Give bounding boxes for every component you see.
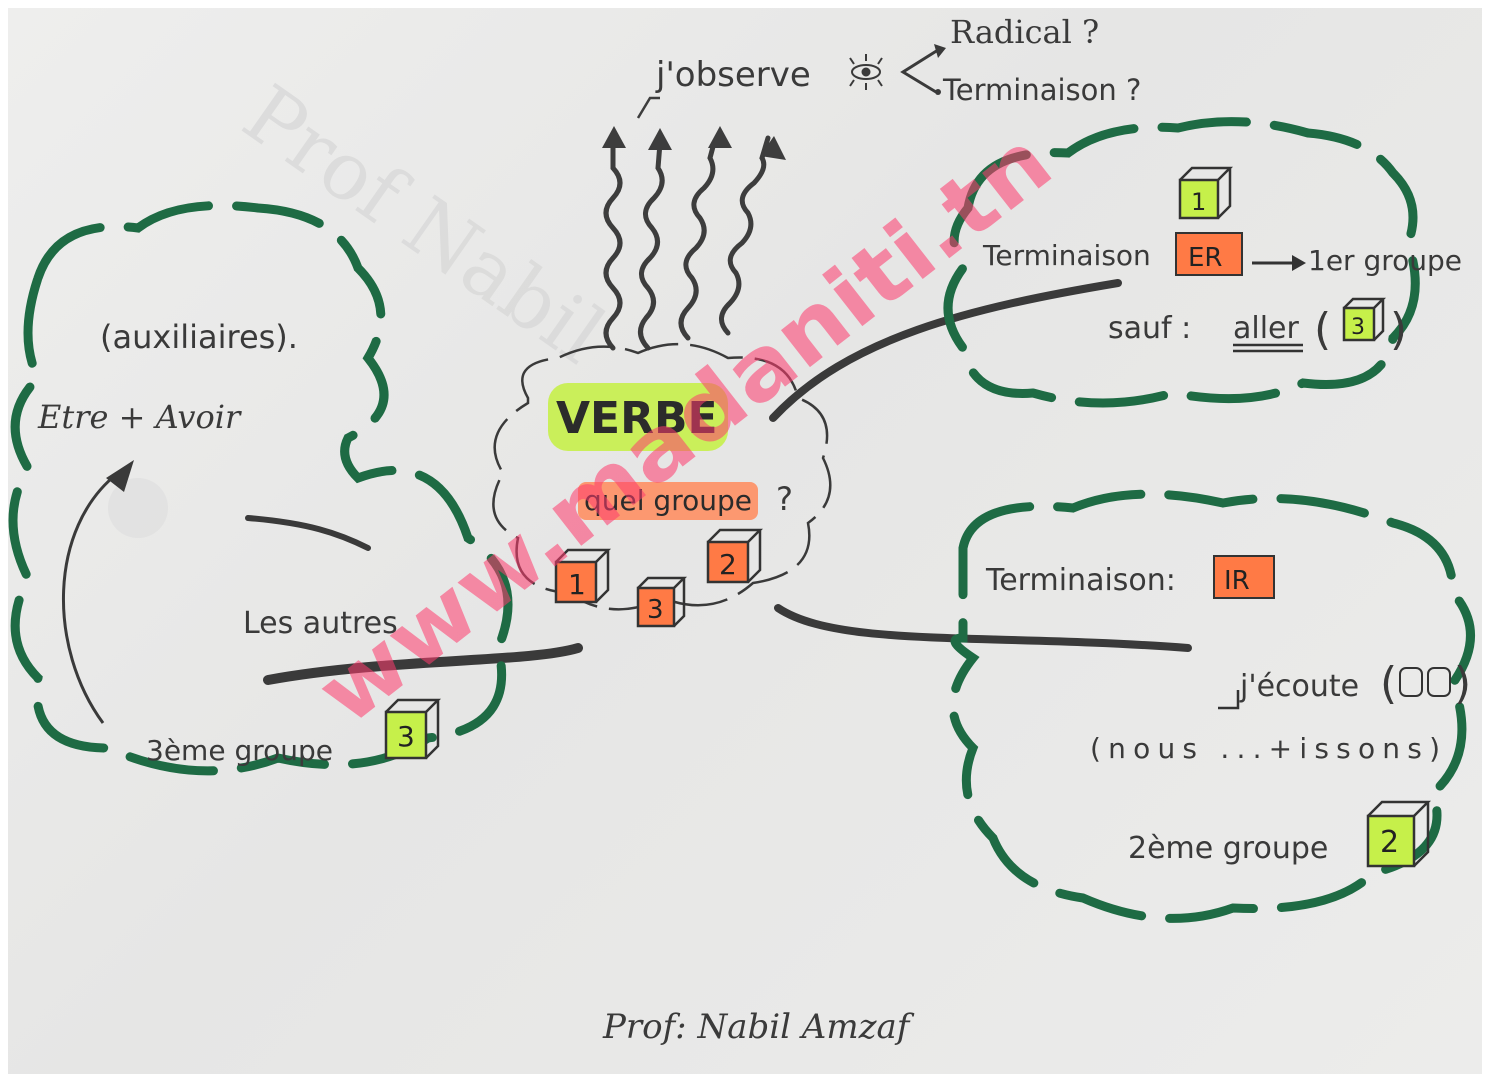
wavy-arrow-4: [719, 135, 771, 336]
terminaison-question: Terminaison ?: [942, 73, 1141, 107]
svg-text:(: (: [1314, 304, 1331, 355]
branch-to-group3-top: [245, 515, 371, 551]
except-label: sauf :: [1108, 311, 1191, 346]
verbe-highlight: [548, 383, 728, 451]
observe-label: j'observe: [655, 55, 811, 95]
group3-box: 3: [384, 698, 442, 760]
group3-cloud: (auxiliaires). Etre + Avoir Les autres 3…: [8, 201, 513, 776]
branch-to-group3: [263, 643, 583, 685]
center-cloud: VERBE quel groupe ? 1 3 2: [492, 342, 832, 628]
group1-name: 1er groupe: [1308, 244, 1462, 277]
group1-terminaison-label: Terminaison: [982, 239, 1151, 272]
ir-ending: IR: [1224, 566, 1250, 596]
signature: Prof: Nabil Amzaf: [602, 1007, 915, 1047]
auxiliaires-label: (auxiliaires).: [100, 318, 298, 356]
er-ending: ER: [1188, 243, 1223, 273]
center-box-1: 1: [554, 548, 612, 604]
curved-arrow: [62, 471, 119, 724]
group1-cloud: 1 Terminaison ER 1er groupe sauf : aller…: [943, 117, 1462, 408]
svg-text:1: 1: [568, 568, 586, 601]
fork-bracket: [900, 48, 939, 94]
svg-text:): ): [1454, 658, 1471, 709]
svg-text:3: 3: [397, 720, 415, 753]
group1-cloud-outline: [943, 117, 1420, 408]
svg-text:): ): [1390, 304, 1407, 355]
group2-cloud-outline: [948, 489, 1475, 923]
wavy-arrow-2: [638, 140, 665, 351]
er-ending-box: [1175, 232, 1243, 276]
group2-name: 2ème groupe: [1128, 831, 1328, 866]
svg-text:2: 2: [1380, 825, 1399, 860]
group2-box: 2: [1366, 800, 1432, 868]
center-cloud-outline: [492, 342, 832, 611]
except-verb: aller: [1233, 311, 1300, 346]
group3-name: 3ème groupe: [146, 734, 333, 767]
wavy-arrow-1: [603, 140, 623, 351]
group2-cloud: Terminaison: IR j'écoute ( ) (nous ...+i…: [948, 489, 1475, 923]
arrow-heads: [602, 126, 786, 160]
svg-text:1: 1: [1191, 188, 1206, 216]
etre-avoir-label: Etre + Avoir: [37, 398, 242, 436]
svg-text:2: 2: [719, 548, 737, 581]
branch-to-group2: [774, 604, 1192, 652]
radical-question: Radical ?: [950, 13, 1099, 51]
group1-box: 1: [1178, 166, 1234, 220]
gear-smudge-icon: [108, 478, 168, 538]
group3-cloud-outline: [8, 201, 513, 776]
question-mark: ?: [776, 480, 793, 518]
group2-terminaison-label: Terminaison:: [985, 563, 1176, 598]
svg-text:3: 3: [1351, 315, 1365, 340]
wavy-arrow-3: [678, 140, 717, 341]
mind-map-diagram: Prof Nabil j'observe Radical ? Terminais…: [8, 13, 1475, 1047]
branch-to-group1: [769, 279, 1122, 422]
eye-icon: [849, 54, 883, 90]
nous-rule: (nous ...+issons): [1090, 732, 1440, 765]
svg-text:(: (: [1380, 658, 1397, 709]
others-label: Les autres: [243, 606, 398, 641]
listen-label: j'écoute: [1239, 669, 1359, 704]
center-box-2: 2: [706, 528, 764, 584]
center-box-3: 3: [636, 576, 688, 628]
mind-map-sheet: Prof Nabil j'observe Radical ? Terminais…: [8, 8, 1482, 1074]
observe-branch: j'observe Radical ? Terminaison ?: [602, 13, 1141, 351]
quel-groupe-text: quel groupe: [584, 484, 752, 517]
verbe-title: VERBE: [556, 393, 718, 444]
wavy-arrows: [603, 135, 771, 351]
ear-icon: ( ): [1380, 658, 1471, 709]
ir-ending-box: [1213, 555, 1275, 599]
svg-text:3: 3: [647, 595, 664, 625]
branches: [245, 279, 1192, 685]
question-highlight: [578, 482, 758, 520]
except-box: 3: [1342, 297, 1387, 342]
